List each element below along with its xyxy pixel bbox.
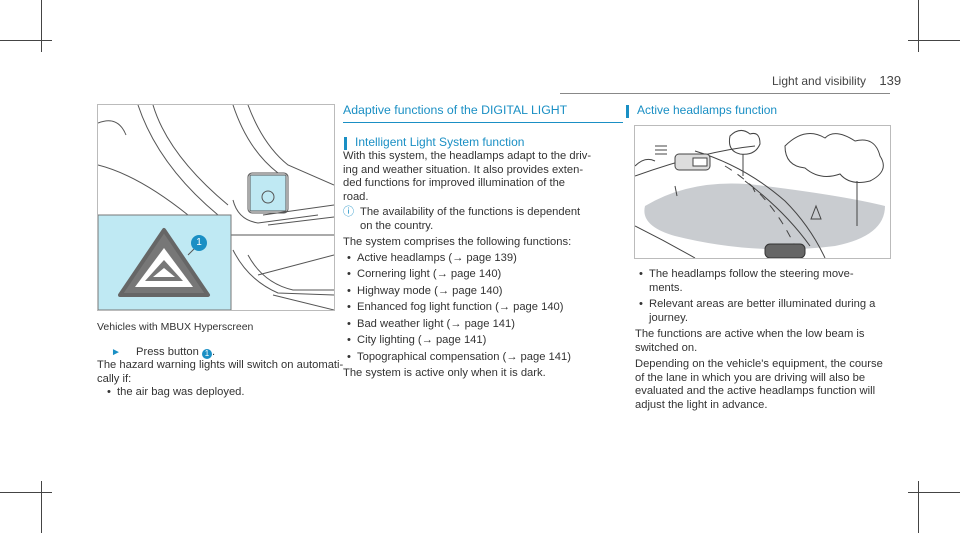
body-line: cally if: (97, 372, 132, 385)
right-text: The headlamps follow the steering move- … (635, 268, 905, 412)
list-item: Highway mode (→ page 140) (343, 285, 623, 299)
subsection-title: Intelligent Light System function (344, 135, 623, 149)
note: ⓘ The availability of the functions is d… (343, 206, 623, 233)
list-item: Cornering light (→ page 140) (343, 268, 623, 282)
body-line: Depending on the vehicle's equipment, th… (635, 358, 883, 370)
list-line: Relevant areas are better illuminated du… (649, 298, 876, 310)
body-line: ing and weather situation. It also provi… (343, 163, 584, 176)
crop-mark (41, 0, 42, 52)
callout-badge: 1 (191, 235, 207, 251)
page-number: 139 (879, 73, 902, 88)
crop-mark (918, 0, 919, 52)
body-line: evaluated and the active headlamps funct… (635, 385, 876, 397)
body-line: With this system, the headlamps adapt to… (343, 150, 592, 162)
body-line: The system comprises the following funct… (343, 236, 572, 248)
list-item: Enhanced fog light function (→ page 140) (343, 301, 623, 315)
running-header: Light and visibility 139 (772, 73, 901, 88)
list-item: Active headlamps (→ page 139) (343, 252, 623, 266)
list-line: The headlamps follow the steering move- (649, 268, 854, 280)
body-line: ded functions for improved illumination … (343, 177, 566, 189)
left-column: Vehicles with MBUX Hyperscreen ► Press b… (97, 321, 347, 400)
step-arrow-icon: ► (111, 346, 121, 358)
note-line: on the country. (360, 219, 434, 232)
subsection-title: Active headlamps function (626, 103, 896, 118)
list-item: Relevant areas are better illuminated du… (635, 298, 905, 325)
body-line: road. (343, 190, 369, 203)
instruction-step: ► Press button 1. (97, 346, 347, 360)
body-line: of the lane in which you are driving wil… (635, 371, 866, 384)
body-line: adjust the light in advance. (635, 398, 768, 411)
list-item: Topographical compensation (→ page 141) (343, 351, 623, 365)
step-text: Press button (136, 345, 199, 358)
road-illustration (635, 130, 885, 258)
body-line: The functions are active when the low be… (635, 328, 865, 340)
crop-mark (908, 40, 960, 41)
header-rule (560, 93, 890, 94)
console-illustration (98, 105, 334, 310)
list-line: journey. (649, 311, 688, 324)
body-line: switched on. (635, 341, 698, 354)
hazard-button-figure: 1 (97, 104, 335, 311)
right-column: Active headlamps function (626, 103, 896, 119)
body-line: The system is active only when it is dar… (343, 367, 546, 379)
crop-mark (918, 481, 919, 533)
list-item: City lighting (→ page 141) (343, 334, 623, 348)
body-line: The hazard warning lights will switch on… (97, 359, 344, 371)
section-name: Light and visibility (772, 74, 867, 88)
callout-badge: 1 (201, 348, 212, 359)
list-item: the air bag was deployed. (103, 386, 347, 400)
active-headlamps-figure (634, 125, 891, 259)
list-item: Bad weather light (→ page 141) (343, 318, 623, 332)
figure-caption: Vehicles with MBUX Hyperscreen (97, 321, 254, 333)
crop-mark (908, 492, 960, 493)
info-icon: ⓘ (343, 206, 354, 218)
step-text-end: . (211, 345, 216, 358)
list-line: ments. (649, 281, 683, 294)
section-title: Adaptive functions of the DIGITAL LIGHT (343, 103, 623, 123)
middle-column: Adaptive functions of the DIGITAL LIGHT … (343, 103, 623, 381)
crop-mark (0, 40, 52, 41)
note-line: The availability of the functions is dep… (360, 206, 581, 218)
crop-mark (0, 492, 52, 493)
list-item: The headlamps follow the steering move- … (635, 268, 905, 295)
crop-mark (41, 481, 42, 533)
